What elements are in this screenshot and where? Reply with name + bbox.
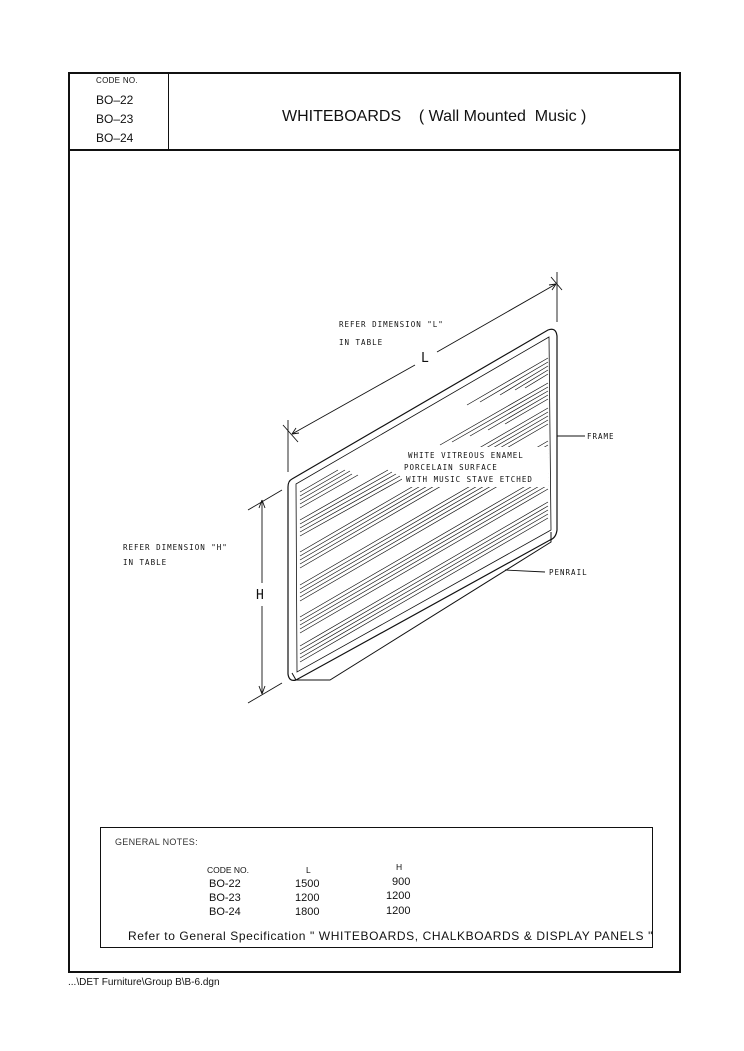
music-staves — [299, 357, 549, 663]
penrail — [291, 532, 552, 681]
stave-group — [299, 357, 549, 509]
drawing-sheet: CODE NO. BO–22 BO–23 BO–24 WHITEBOARDS (… — [68, 72, 681, 973]
stave-group — [299, 472, 549, 634]
board-inner-edge — [295, 336, 552, 673]
dim-h-note-line1: REFER DIMENSION "H" — [123, 543, 228, 552]
code-item: BO–22 — [96, 93, 134, 107]
dimension-h — [247, 489, 283, 704]
dim-l-note-line1: REFER DIMENSION "L" — [339, 320, 444, 329]
stave-group — [299, 382, 549, 537]
surface-note-line1: WHITE VITREOUS ENAMEL — [408, 451, 524, 460]
code-label: CODE NO. — [96, 76, 138, 85]
page-title: WHITEBOARDS ( Wall Mounted Music ) — [282, 108, 587, 125]
dimension-l — [282, 272, 563, 472]
file-path: ...\DET Furniture\Group B\B-6.dgn — [68, 977, 220, 988]
frame-label: FRAME — [587, 432, 615, 441]
surface-note-line3: WITH MUSIC STAVE ETCHED — [406, 475, 533, 484]
dim-h-note-line2: IN TABLE — [123, 558, 167, 567]
penrail-label: PENRAIL — [549, 568, 588, 577]
dim-l-label: L — [421, 351, 429, 366]
code-list: CODE NO. BO–22 BO–23 BO–24 — [70, 74, 169, 149]
code-item: BO–24 — [96, 131, 134, 145]
dim-l-note-line2: IN TABLE — [339, 338, 383, 347]
stave-group — [299, 407, 549, 569]
surface-note-line2: PORCELAIN SURFACE — [404, 463, 498, 472]
title-block: CODE NO. BO–22 BO–23 BO–24 WHITEBOARDS (… — [70, 74, 679, 151]
stave-group — [299, 501, 549, 663]
dim-h-label: H — [256, 588, 264, 603]
code-item: BO–23 — [96, 112, 134, 126]
board-frame — [287, 328, 558, 681]
